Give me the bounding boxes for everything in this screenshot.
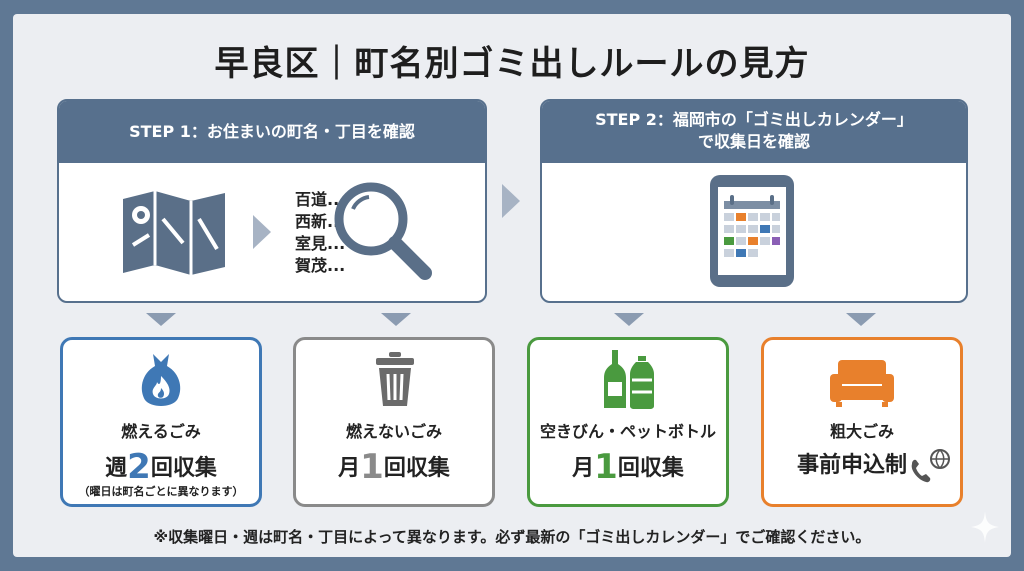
down-arrow-icon: [381, 313, 411, 326]
freq-suffix: 回収集: [383, 456, 450, 481]
step2-header: STEP 2：福岡市の「ゴミ出しカレンダー」 で収集日を確認: [542, 101, 966, 163]
freq-number: 1: [360, 447, 384, 487]
town-item: 賀茂...: [295, 256, 346, 275]
town-item: 百道...: [295, 190, 346, 209]
down-arrow-icon: [146, 313, 176, 326]
collection-method: 事前申込制: [796, 453, 907, 478]
garbage-bag-fire-icon: [141, 354, 181, 406]
freq-prefix: 月: [572, 456, 595, 481]
arrow-right-icon: [253, 215, 271, 249]
trash-can-icon: [376, 352, 414, 406]
collection-frequency: 月1回収集: [530, 447, 726, 487]
collection-frequency: 週2回収集: [63, 447, 259, 487]
tablet-calendar-icon: [710, 175, 794, 287]
freq-number: 1: [594, 447, 618, 487]
card-title: 燃えないごみ: [345, 422, 442, 441]
freq-prefix: 月: [338, 456, 361, 481]
step1-panel: STEP 1：お住まいの町名・丁目を確認 百道... 西新... 室見... 賀…: [57, 99, 487, 303]
collection-frequency: 月1回収集: [296, 447, 492, 487]
map-icon: [123, 191, 225, 275]
freq-number: 2: [127, 447, 151, 487]
down-arrow-icon: [846, 313, 876, 326]
footnote: ※収集曜日・週は町名・丁目によって異なります。必ず最新の「ゴミ出しカレンダー」で…: [153, 528, 871, 546]
card-title: 空きびん・ペットボトル: [539, 422, 716, 441]
magnifier-icon: [334, 182, 432, 280]
card-non-burnable: 燃えないごみ 月1回収集: [293, 337, 495, 507]
town-list: 百道... 西新... 室見... 賀茂...: [295, 189, 345, 277]
card-burnable: 燃えるごみ 週2回収集 （曜日は町名ごとに異なります）: [60, 337, 262, 507]
freq-prefix: 週: [105, 456, 128, 481]
step1-header: STEP 1：お住まいの町名・丁目を確認: [59, 101, 485, 163]
card-title: 粗大ごみ: [829, 422, 894, 441]
card-note: （曜日は町名ごとに異なります）: [78, 485, 244, 498]
card-title: 燃えるごみ: [121, 422, 201, 441]
bottles-icon: [604, 350, 654, 409]
sofa-icon: [830, 360, 894, 407]
sparkle-icon: [971, 511, 999, 543]
step2-panel: STEP 2：福岡市の「ゴミ出しカレンダー」 で収集日を確認: [540, 99, 968, 303]
town-item: 西新...: [295, 212, 346, 231]
page-title: 早良区｜町名別ゴミ出しルールの見方: [214, 44, 810, 84]
card-oversized: 粗大ごみ 事前申込制: [761, 337, 963, 507]
phone-globe-icon: [911, 449, 950, 483]
step-arrow-icon: [502, 184, 520, 218]
down-arrow-icon: [614, 313, 644, 326]
freq-suffix: 回収集: [150, 456, 217, 481]
step2-header-line1: STEP 2：福岡市の「ゴミ出しカレンダー」: [595, 110, 913, 129]
card-bottles: 空きびん・ペットボトル 月1回収集: [527, 337, 729, 507]
freq-suffix: 回収集: [617, 456, 684, 481]
step2-header-line2: で収集日を確認: [697, 132, 810, 151]
town-item: 室見...: [295, 234, 346, 253]
